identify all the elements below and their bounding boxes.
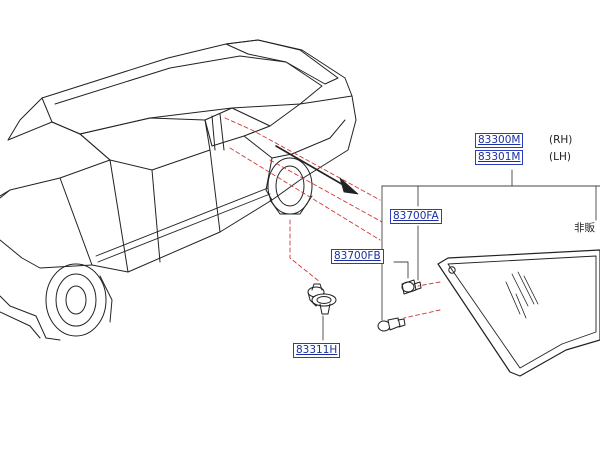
clip-83700fb-part — [377, 317, 406, 332]
leader-lines — [224, 117, 441, 319]
part-83700fa-link[interactable]: 83700FA — [390, 209, 442, 224]
part-83300m-link[interactable]: 83300M — [475, 133, 524, 148]
side-lh-label: (LH) — [549, 151, 571, 163]
grommet-83311h-part — [307, 283, 337, 315]
direction-arrow — [275, 145, 359, 195]
callout-bracket — [381, 169, 600, 321]
note-text: 非販 — [574, 222, 595, 234]
part-83700fb-link[interactable]: 83700FB — [331, 249, 384, 264]
car-illustration — [0, 39, 357, 341]
quarter-glass-part — [437, 249, 600, 377]
part-83301m-link[interactable]: 83301M — [475, 150, 524, 165]
part-83311h-link[interactable]: 83311H — [293, 343, 341, 358]
clip-83700fa-part — [401, 279, 422, 295]
side-rh-label: (RH) — [549, 134, 573, 146]
